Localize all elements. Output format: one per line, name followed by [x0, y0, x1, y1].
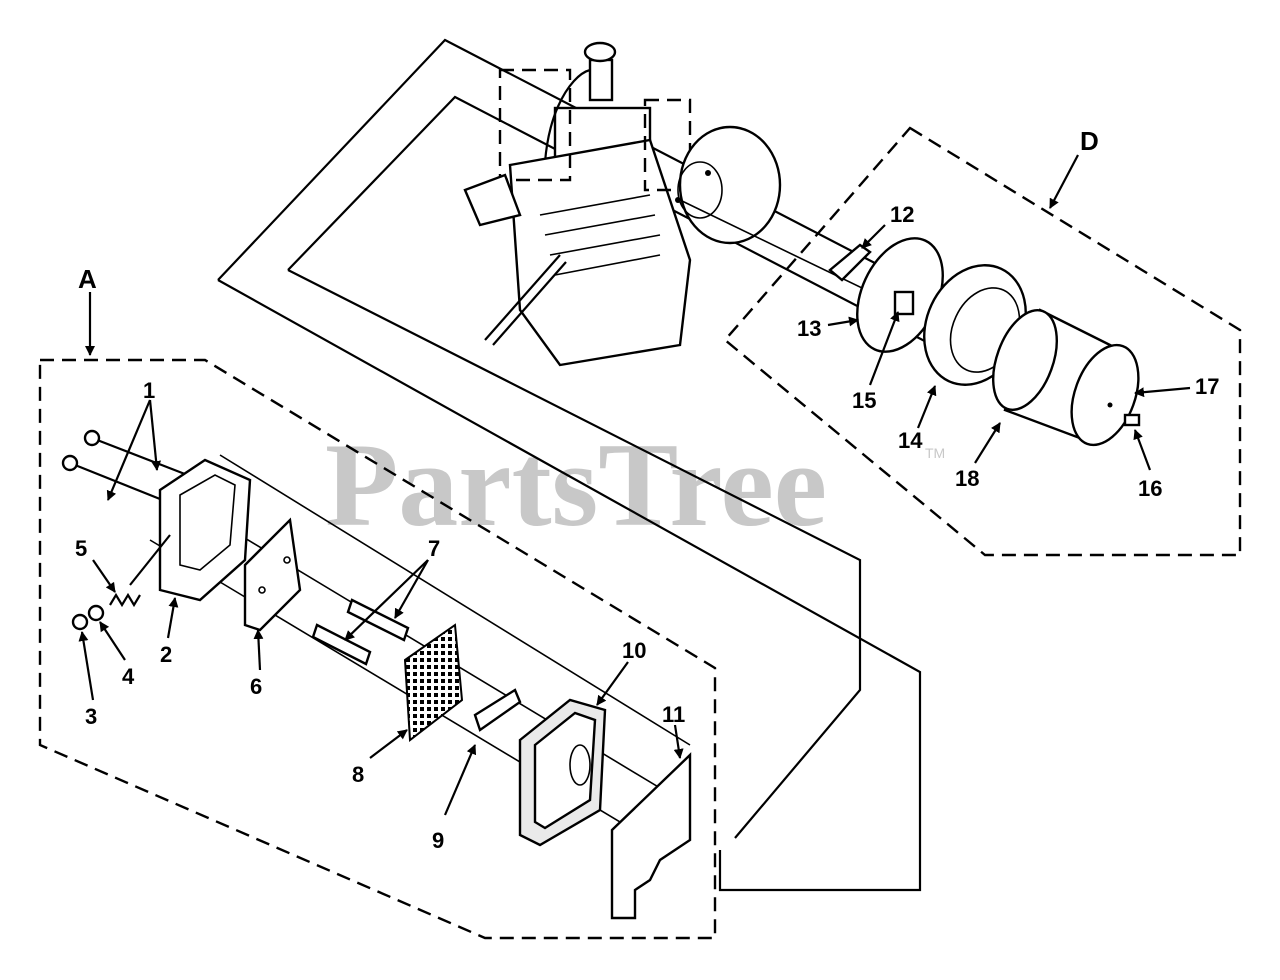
callout-18: 18	[955, 466, 979, 491]
part-15-fitting	[893, 290, 915, 316]
group-d-frame	[723, 126, 1242, 557]
group-label-a: A	[78, 264, 97, 294]
engine-illustration	[463, 41, 782, 367]
part-4-nut	[87, 604, 105, 622]
part-17-retainer	[1107, 402, 1113, 408]
group-a-frame	[38, 358, 717, 940]
part-8-screen	[403, 623, 464, 742]
part-12-gasket	[828, 243, 872, 282]
part-5-spring	[109, 534, 171, 608]
leader-lines	[78, 154, 1191, 816]
callout-9: 9	[432, 828, 444, 853]
part-18-cover	[992, 308, 1140, 447]
part-2-bracket	[158, 458, 252, 602]
part-11-deflector	[610, 752, 692, 920]
callout-1: 1	[143, 378, 155, 403]
callout-17: 17	[1195, 374, 1219, 399]
callout-5: 5	[75, 536, 87, 561]
callout-3: 3	[85, 704, 97, 729]
callout-16: 16	[1138, 476, 1162, 501]
callout-10: 10	[622, 638, 646, 663]
callout-2: 2	[160, 642, 172, 667]
part-3-washer	[71, 613, 89, 631]
part-10-muffler	[518, 698, 607, 847]
callout-15: 15	[852, 388, 876, 413]
callout-8: 8	[352, 762, 364, 787]
callout-6: 6	[250, 674, 262, 699]
part-6-gasket	[243, 517, 302, 632]
watermark-trademark: TM	[925, 445, 945, 461]
callout-7: 7	[428, 536, 440, 561]
callout-14: 14	[898, 428, 923, 453]
part-16-wingnut	[1123, 413, 1141, 427]
watermark-text: PartsTree	[325, 418, 827, 551]
part-7-studs	[311, 598, 410, 666]
callout-11: 11	[662, 702, 685, 727]
part-9-gasket	[473, 688, 522, 732]
group-label-d: D	[1080, 126, 1099, 156]
engine-frame	[217, 38, 976, 892]
callout-13: 13	[797, 316, 821, 341]
callout-4: 4	[122, 664, 135, 689]
callout-12: 12	[890, 202, 914, 227]
